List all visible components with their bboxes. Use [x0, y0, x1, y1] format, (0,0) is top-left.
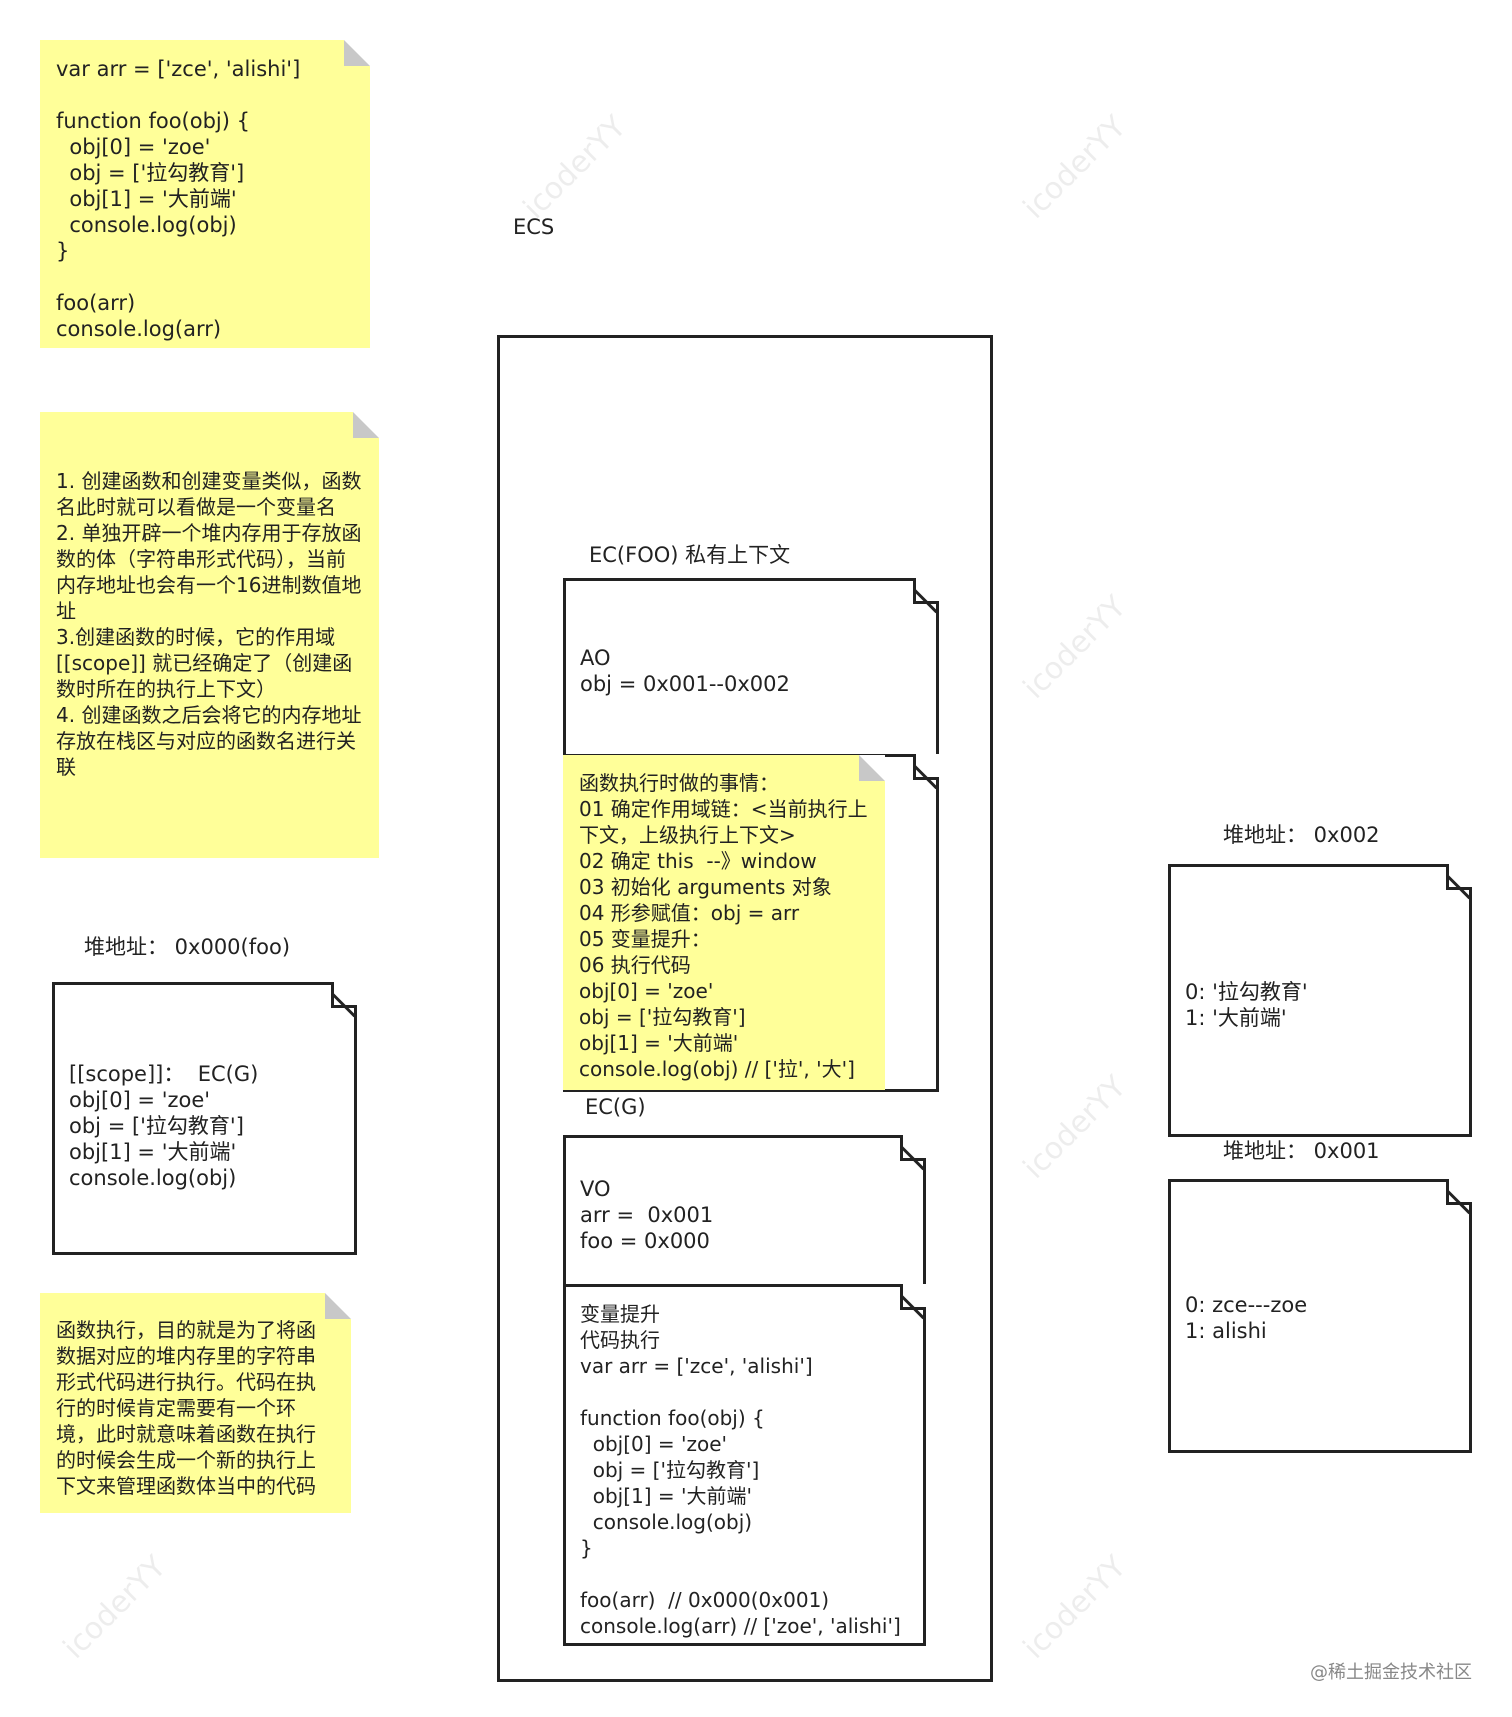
steps-note: 1. 创建函数和创建变量类似，函数名此时就可以看做是一个变量名 2. 单独开辟一… [40, 412, 379, 858]
box-corner-icon [900, 1135, 926, 1161]
ec-g-code-text: 变量提升 代码执行 var arr = ['zce', 'alishi'] fu… [580, 1302, 901, 1638]
box-corner-icon [1446, 864, 1472, 890]
watermark: icoderYY [1016, 1069, 1134, 1186]
steps-note-text: 1. 创建函数和创建变量类似，函数名此时就可以看做是一个变量名 2. 单独开辟一… [56, 469, 362, 779]
ecs-stack [497, 335, 993, 1682]
box-corner-icon [1446, 1179, 1472, 1205]
exec-note-text: 函数执行，目的就是为了将函数据对应的堆内存里的字符串形式代码进行执行。代码在执行… [56, 1318, 316, 1498]
heap-foo-text: [[scope]]： EC(G) obj[0] = 'zoe' obj = ['… [69, 1062, 259, 1190]
box-corner-icon [913, 754, 939, 780]
watermark: icoderYY [1016, 109, 1134, 226]
ec-foo-ao-box: AO obj = 0x001--0x002 [563, 578, 939, 757]
heap-002-box: 0: '拉勾教育' 1: '大前端' [1168, 864, 1472, 1137]
note-fold-icon [325, 1293, 351, 1319]
ec-foo-label: EC(FOO) 私有上下文 [589, 543, 791, 567]
heap-002-text: 0: '拉勾教育' 1: '大前端' [1185, 980, 1308, 1030]
box-corner-icon [913, 578, 939, 604]
ecs-label: ECS [513, 215, 555, 239]
ec-g-code-box: 变量提升 代码执行 var arr = ['zce', 'alishi'] fu… [563, 1284, 926, 1646]
watermark: icoderYY [1016, 589, 1134, 706]
code-note: var arr = ['zce', 'alishi'] function foo… [40, 40, 370, 348]
ec-g-vo-text: VO arr = 0x001 foo = 0x000 [580, 1177, 714, 1253]
heap-001-box: 0: zce---zoe 1: alishi [1168, 1179, 1472, 1453]
watermark: icoderYY [1016, 1549, 1134, 1666]
box-corner-icon [331, 982, 357, 1008]
ec-foo-steps-text: 函数执行时做的事情： 01 确定作用域链：<当前执行上下文，上级执行上下文> 0… [579, 771, 868, 1081]
watermark: icoderYY [516, 109, 634, 226]
code-note-text: var arr = ['zce', 'alishi'] function foo… [56, 57, 301, 341]
note-fold-icon [859, 755, 885, 781]
heap-001-title: 堆地址： 0x001 [1223, 1139, 1380, 1163]
ec-g-vo-box: VO arr = 0x001 foo = 0x000 [563, 1135, 926, 1287]
heap-002-title: 堆地址： 0x002 [1223, 823, 1380, 847]
note-fold-icon [344, 40, 370, 66]
heap-foo-title: 堆地址： 0x000(foo) [84, 935, 291, 959]
ec-foo-ao-text: AO obj = 0x001--0x002 [580, 646, 790, 696]
heap-foo-box: [[scope]]： EC(G) obj[0] = 'zoe' obj = ['… [52, 982, 357, 1255]
heap-001-text: 0: zce---zoe 1: alishi [1185, 1293, 1308, 1343]
ec-foo-steps-note: 函数执行时做的事情： 01 确定作用域链：<当前执行上下文，上级执行上下文> 0… [563, 755, 885, 1090]
ec-g-label: EC(G) [585, 1095, 646, 1119]
note-fold-icon [353, 412, 379, 438]
watermark: icoderYY [56, 1549, 174, 1666]
box-corner-icon [900, 1284, 926, 1310]
site-credit: @稀土掘金技术社区 [1310, 1662, 1472, 1683]
exec-note: 函数执行，目的就是为了将函数据对应的堆内存里的字符串形式代码进行执行。代码在执行… [40, 1293, 351, 1513]
